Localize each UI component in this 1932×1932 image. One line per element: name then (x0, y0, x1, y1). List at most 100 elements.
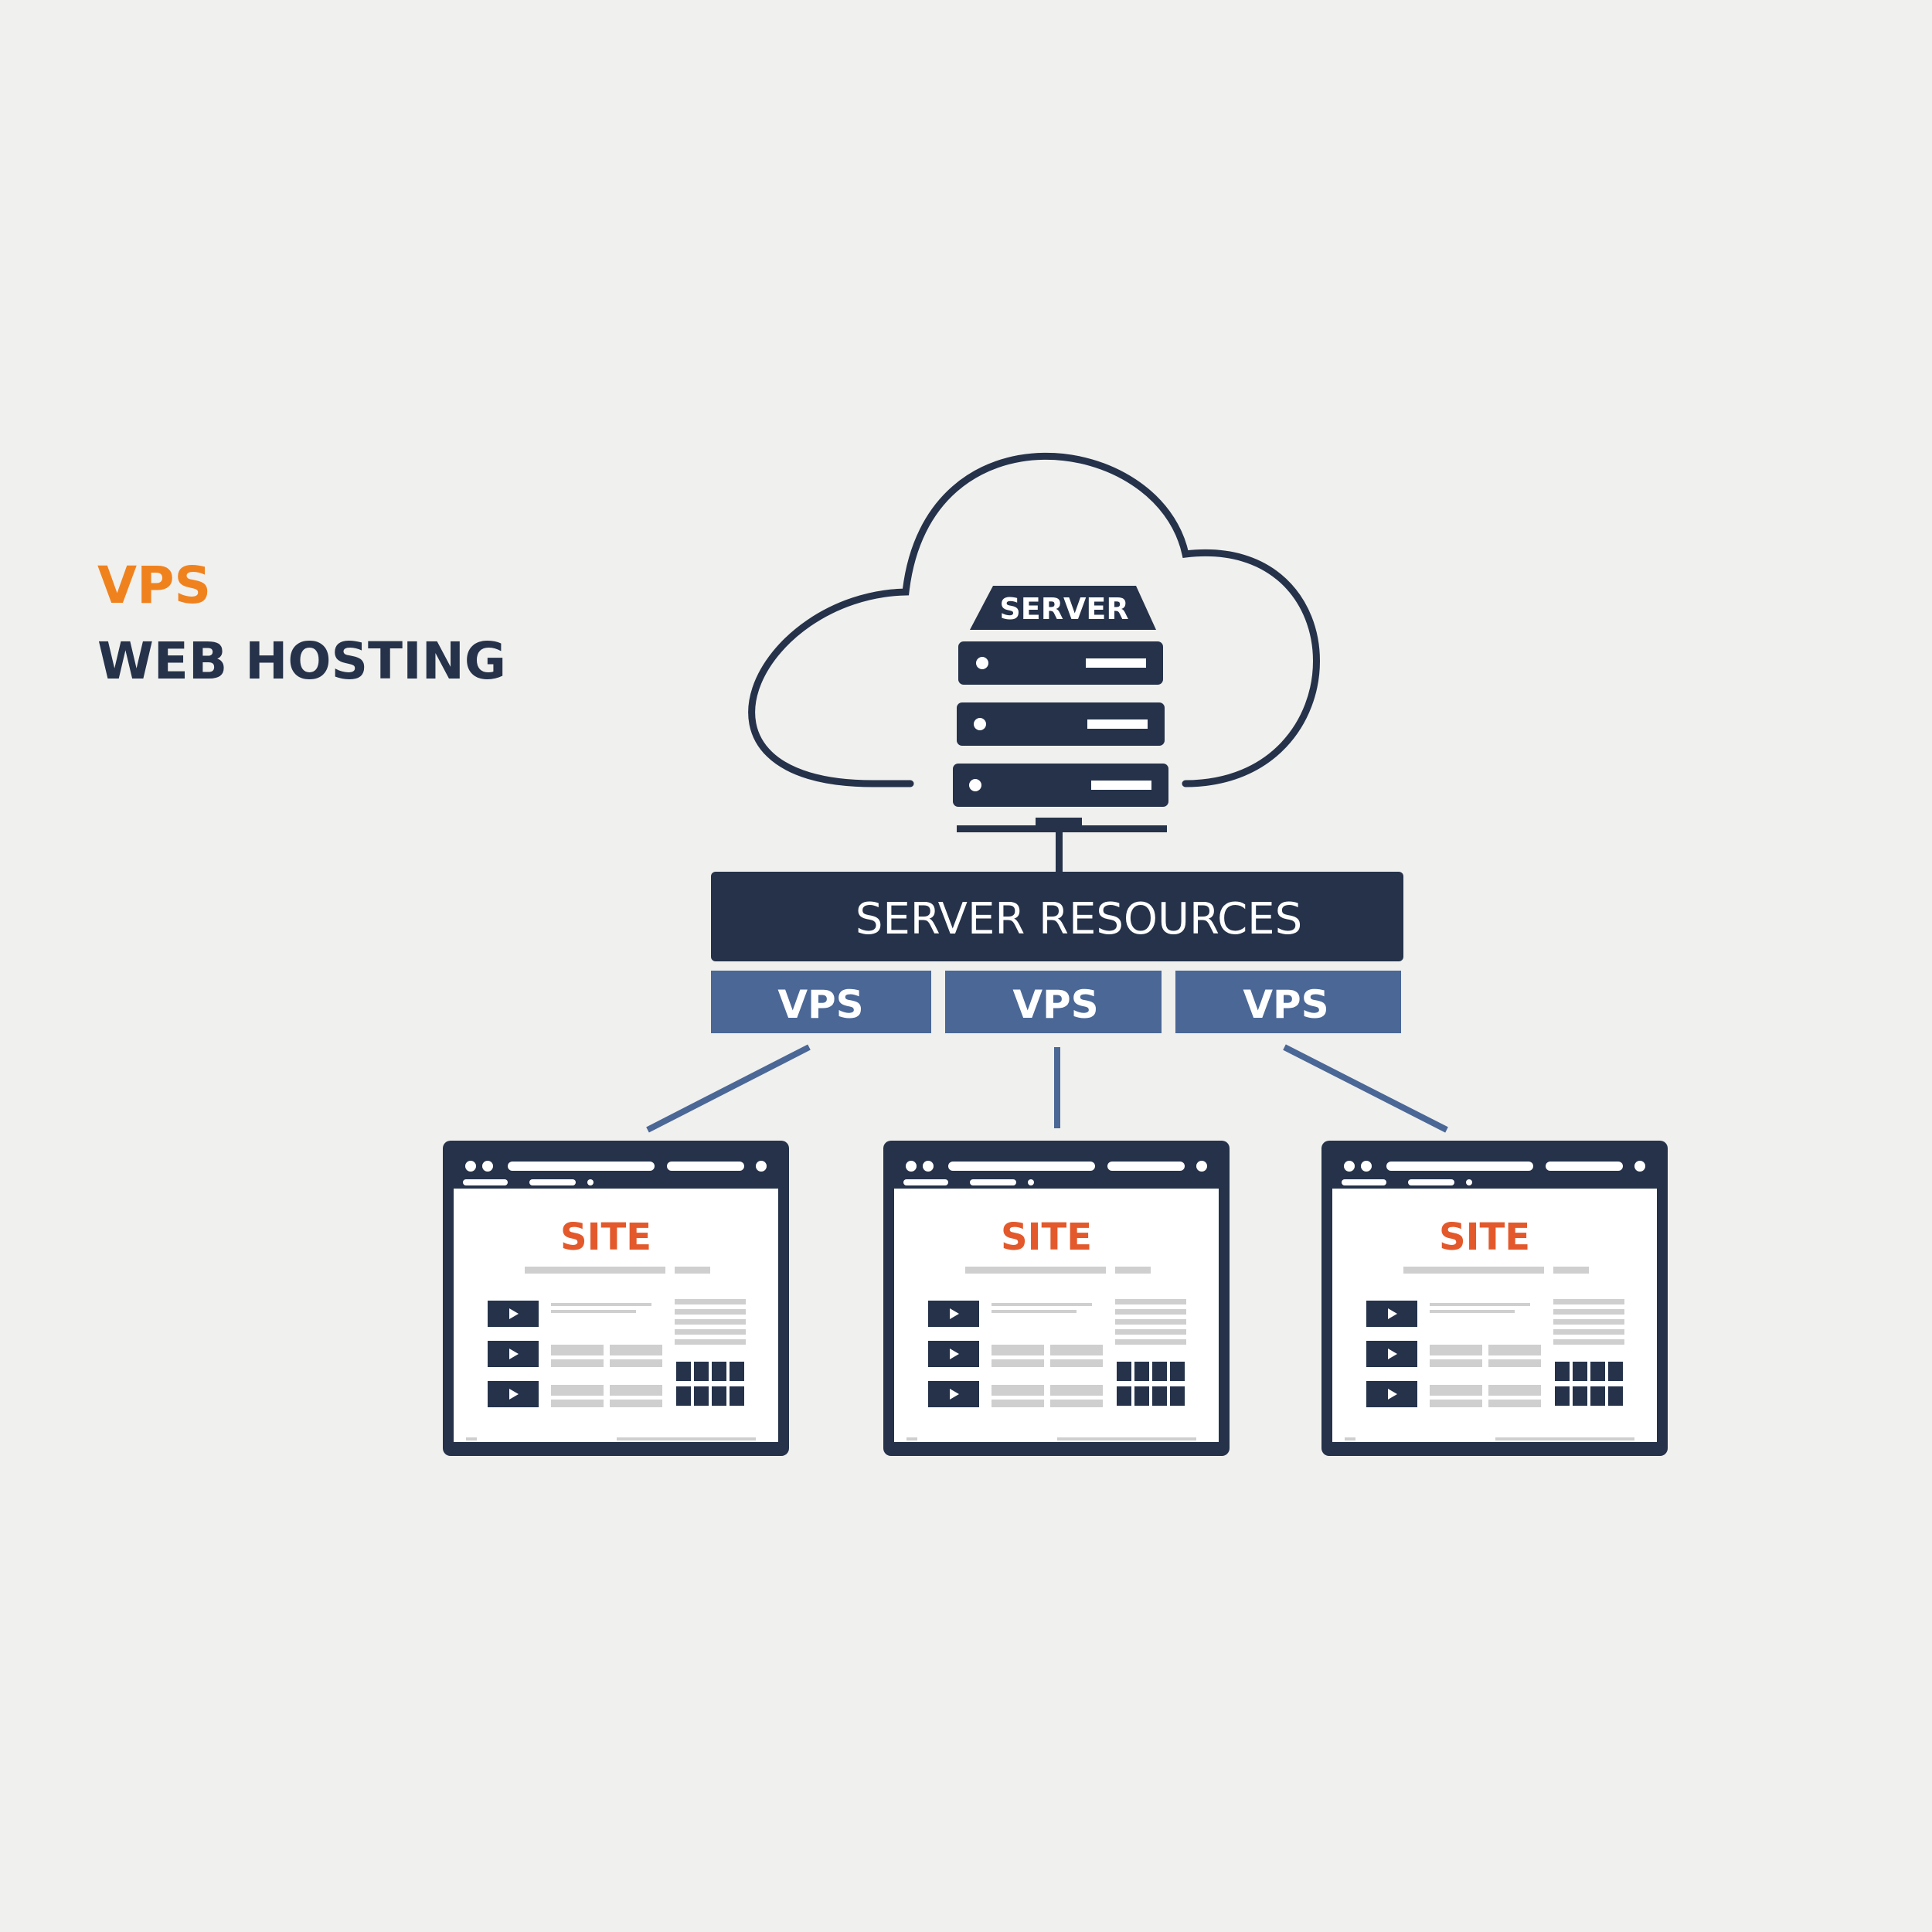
server-icon: SERVER (953, 586, 1168, 875)
server-connector-bar (957, 825, 1167, 832)
text-line (992, 1400, 1044, 1407)
server-resources-bar (711, 872, 1403, 961)
text-line (551, 1385, 604, 1396)
vps-label: VPS (1243, 982, 1328, 1027)
text-line (1403, 1267, 1544, 1274)
grid-tile (676, 1386, 691, 1406)
address-bar (1386, 1162, 1533, 1171)
site-label: SITE (1439, 1216, 1530, 1259)
tab-bar (1342, 1179, 1386, 1185)
server-unit-led (976, 657, 988, 669)
play-icon (1388, 1389, 1397, 1400)
sites-group (443, 1141, 1668, 1456)
heading-vps: VPS (97, 556, 211, 615)
text-line (610, 1400, 662, 1407)
grid-tile (1555, 1362, 1570, 1381)
text-line (1553, 1309, 1624, 1315)
server-unit (957, 702, 1165, 746)
play-icon (1388, 1349, 1397, 1359)
footer-mark (906, 1437, 917, 1440)
text-line (1430, 1303, 1530, 1306)
site-window (1321, 1141, 1668, 1456)
window-dot (465, 1161, 476, 1172)
server-unit-led (969, 779, 981, 791)
window-dot (1196, 1161, 1207, 1172)
play-icon (950, 1389, 959, 1400)
text-line (675, 1299, 746, 1304)
server-label: SERVER (999, 592, 1128, 626)
text-line (1430, 1400, 1482, 1407)
grid-tile (1152, 1362, 1167, 1381)
grid-tile (712, 1362, 726, 1381)
text-line (1115, 1267, 1151, 1274)
window-dot (1634, 1161, 1645, 1172)
text-line (992, 1303, 1092, 1306)
text-line (1430, 1359, 1482, 1367)
text-line (610, 1385, 662, 1396)
text-line (1488, 1359, 1541, 1367)
grid-tile (1117, 1386, 1131, 1406)
address-bar (508, 1162, 655, 1171)
window-dot (756, 1161, 767, 1172)
text-line (1050, 1345, 1103, 1355)
text-line (1553, 1339, 1624, 1345)
play-icon (509, 1349, 519, 1359)
tab-bar (1408, 1179, 1454, 1185)
text-line (1115, 1299, 1186, 1304)
text-line (675, 1329, 746, 1335)
footer-line (1057, 1437, 1196, 1440)
grid-tile (1170, 1362, 1185, 1381)
play-icon (950, 1349, 959, 1359)
window-dot (1344, 1161, 1355, 1172)
vps-label: VPS (777, 982, 863, 1027)
window-dot (923, 1161, 934, 1172)
cloud-icon (748, 452, 1320, 787)
play-icon (509, 1308, 519, 1319)
play-icon (950, 1308, 959, 1319)
text-line (992, 1345, 1044, 1355)
play-icon (1388, 1308, 1397, 1319)
server-connector-stem (1056, 830, 1063, 875)
heading-web-hosting: WEB HOSTING (97, 631, 506, 691)
connector-line (646, 1044, 811, 1133)
text-line (610, 1345, 662, 1355)
server-unit-slot (1087, 719, 1148, 729)
address-bar (948, 1162, 1095, 1171)
grid-tile (676, 1362, 691, 1381)
text-line (1430, 1345, 1482, 1355)
footer-mark (466, 1437, 477, 1440)
server-resources-label: SERVER RESOURCES (855, 894, 1302, 944)
text-line (675, 1309, 746, 1315)
grid-tile (1590, 1362, 1605, 1381)
grid-tile (1608, 1386, 1623, 1406)
window-dot (906, 1161, 917, 1172)
text-line (1050, 1359, 1103, 1367)
text-line (525, 1267, 665, 1274)
tab-bar (529, 1179, 576, 1185)
grid-tile (730, 1362, 744, 1381)
text-line (551, 1303, 651, 1306)
address-bar (1546, 1162, 1623, 1171)
text-line (1488, 1400, 1541, 1407)
text-line (675, 1267, 710, 1274)
site-label: SITE (1001, 1216, 1092, 1259)
grid-tile (1152, 1386, 1167, 1406)
text-line (1050, 1400, 1103, 1407)
text-line (1115, 1309, 1186, 1315)
grid-tile (730, 1386, 744, 1406)
grid-tile (1117, 1362, 1131, 1381)
vps-label: VPS (1012, 982, 1098, 1027)
server-unit-slot (1086, 658, 1146, 668)
text-line (675, 1319, 746, 1325)
grid-tile (1170, 1386, 1185, 1406)
window-dot (1466, 1179, 1472, 1185)
server-unit-led (974, 718, 986, 730)
text-line (992, 1310, 1077, 1313)
server-unit (953, 764, 1168, 807)
text-line (1115, 1319, 1186, 1325)
text-line (1488, 1385, 1541, 1396)
tab-bar (463, 1179, 508, 1185)
text-line (1488, 1345, 1541, 1355)
address-bar (667, 1162, 744, 1171)
